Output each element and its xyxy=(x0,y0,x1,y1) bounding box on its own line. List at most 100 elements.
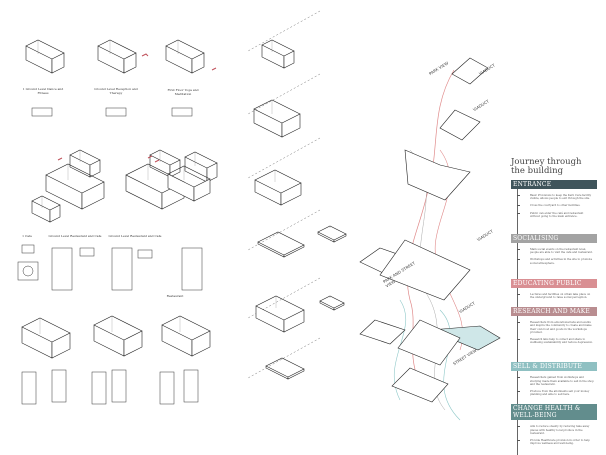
plan-restaurant-3 xyxy=(181,247,203,291)
section-items: Aim to reduce obesity by reducing take a… xyxy=(517,420,597,455)
box-back-edges xyxy=(317,225,347,235)
axon-upper xyxy=(69,149,101,178)
plan-stairs xyxy=(51,369,67,403)
box-front xyxy=(97,45,125,74)
box-side xyxy=(81,181,105,210)
plan-stairs xyxy=(183,369,199,403)
box-front xyxy=(265,365,289,380)
axon-lower-1 xyxy=(21,317,71,359)
plan-restaurant xyxy=(51,247,73,291)
box-side xyxy=(193,178,211,202)
arrow-icon xyxy=(211,67,217,71)
plan-stairs xyxy=(21,371,37,405)
plan-restaurant-2 xyxy=(111,247,133,291)
box-side xyxy=(283,244,305,258)
stack-level-5 xyxy=(255,295,305,333)
plan-stairs xyxy=(111,369,127,403)
section-item: Basic Provisions to keep the Kern Care f… xyxy=(517,194,594,200)
section-header: SOCIALISING xyxy=(511,234,597,244)
section-items: Basic Provisions to keep the Kern Care f… xyxy=(517,189,597,235)
label-cafe: 1 Cafe xyxy=(22,234,32,238)
stack-level-2 xyxy=(253,99,301,138)
box-side xyxy=(283,50,295,69)
box-front xyxy=(254,179,282,206)
plan-stairs xyxy=(91,371,107,405)
section-item: Researchers gained from workshops and st… xyxy=(517,376,594,386)
label-restaurant-cafe-1: Ground Level Restaurant and Cafe xyxy=(48,234,102,238)
section-header: SELL & DISTRIBUTE xyxy=(511,362,597,372)
box-back-edges xyxy=(319,295,345,304)
dashed-guide xyxy=(247,137,321,179)
box-front xyxy=(45,174,83,210)
axon-lower-2 xyxy=(93,315,143,357)
section-item: Research labs help to collect and share … xyxy=(517,338,593,345)
teal-fill-area xyxy=(429,325,501,351)
box-back-edges xyxy=(253,99,301,115)
axon-lower-3 xyxy=(161,315,211,357)
journey-axonometric xyxy=(359,57,501,421)
box-front xyxy=(31,200,51,223)
box-front xyxy=(21,326,53,359)
label-restaurant-cafe-2: Ground Level Restaurant and Cafe xyxy=(108,234,162,238)
axon-small xyxy=(31,195,61,223)
section-item: Aim to reduce obesity by reducing take a… xyxy=(517,425,594,435)
section-item: Lectures and facilities on urban lake pl… xyxy=(517,293,594,299)
box-front xyxy=(93,324,125,357)
box-side xyxy=(333,302,345,311)
stack-level-top xyxy=(261,39,295,69)
arrow-icon xyxy=(57,155,160,163)
plan-stairs xyxy=(159,371,175,405)
box-side xyxy=(49,204,61,223)
box-side xyxy=(281,113,301,138)
arrow-icon xyxy=(141,53,149,57)
plan-legend xyxy=(137,249,153,259)
box-side xyxy=(206,162,218,183)
section-item: Provide Healthcare provision in order to… xyxy=(517,439,594,445)
label-dance-fitness: 1 Ground Level Dance and Fitness xyxy=(22,87,64,95)
section-item: Workshops and activities in the site to … xyxy=(517,258,593,265)
slab-7 xyxy=(397,319,461,366)
section-item: Cross the courtyard to other facilities. xyxy=(517,204,594,207)
round-table xyxy=(22,265,34,277)
stack-slab-4b xyxy=(317,225,347,243)
box-side xyxy=(51,332,71,359)
box-side xyxy=(89,159,101,178)
axon-upper xyxy=(149,149,181,178)
label-restaurant: Restaurant xyxy=(166,294,184,298)
section-items: Main social events on the restaurant lev… xyxy=(517,243,597,279)
box-front xyxy=(257,241,285,258)
plan-reception xyxy=(105,107,127,117)
label-reception-therapy: Ground Level Reception and Therapy xyxy=(94,87,138,95)
box-side xyxy=(51,52,65,74)
dashed-guide xyxy=(247,10,321,52)
section-items: Researchers gained from workshops and st… xyxy=(517,371,597,405)
slab-top xyxy=(451,57,489,85)
box-back-edges xyxy=(257,231,305,246)
section-header: EDUCATING PUBLIC xyxy=(511,278,597,288)
journey-panel: Journey through the building ENTRANCE Bas… xyxy=(511,158,597,455)
box-side xyxy=(191,52,205,74)
section-item: Main social events on the restaurant lev… xyxy=(517,248,593,255)
diagram-canvas xyxy=(17,10,501,421)
section-items: Lectures and facilities on urban lake pl… xyxy=(517,287,597,308)
box-front xyxy=(255,305,285,333)
slab-3 xyxy=(404,149,471,201)
section-header: ENTRANCE xyxy=(511,180,597,189)
box-side xyxy=(333,233,347,243)
plan-yoga xyxy=(171,107,193,117)
panel-title: Journey through the building xyxy=(511,157,582,176)
box-front xyxy=(25,45,53,74)
dashed-guide xyxy=(247,337,321,379)
box-front xyxy=(125,174,163,210)
slab-6 xyxy=(359,319,406,345)
box-front xyxy=(319,300,335,311)
box-back-edges xyxy=(255,295,305,311)
box-front xyxy=(184,156,208,183)
slab-8 xyxy=(391,367,449,403)
slab-5 xyxy=(379,239,471,301)
box-side xyxy=(123,52,137,74)
axon-main xyxy=(45,163,105,210)
dashed-guide xyxy=(247,73,321,115)
axon-dance-fitness xyxy=(25,39,65,74)
axon-reception-therapy xyxy=(97,39,137,74)
